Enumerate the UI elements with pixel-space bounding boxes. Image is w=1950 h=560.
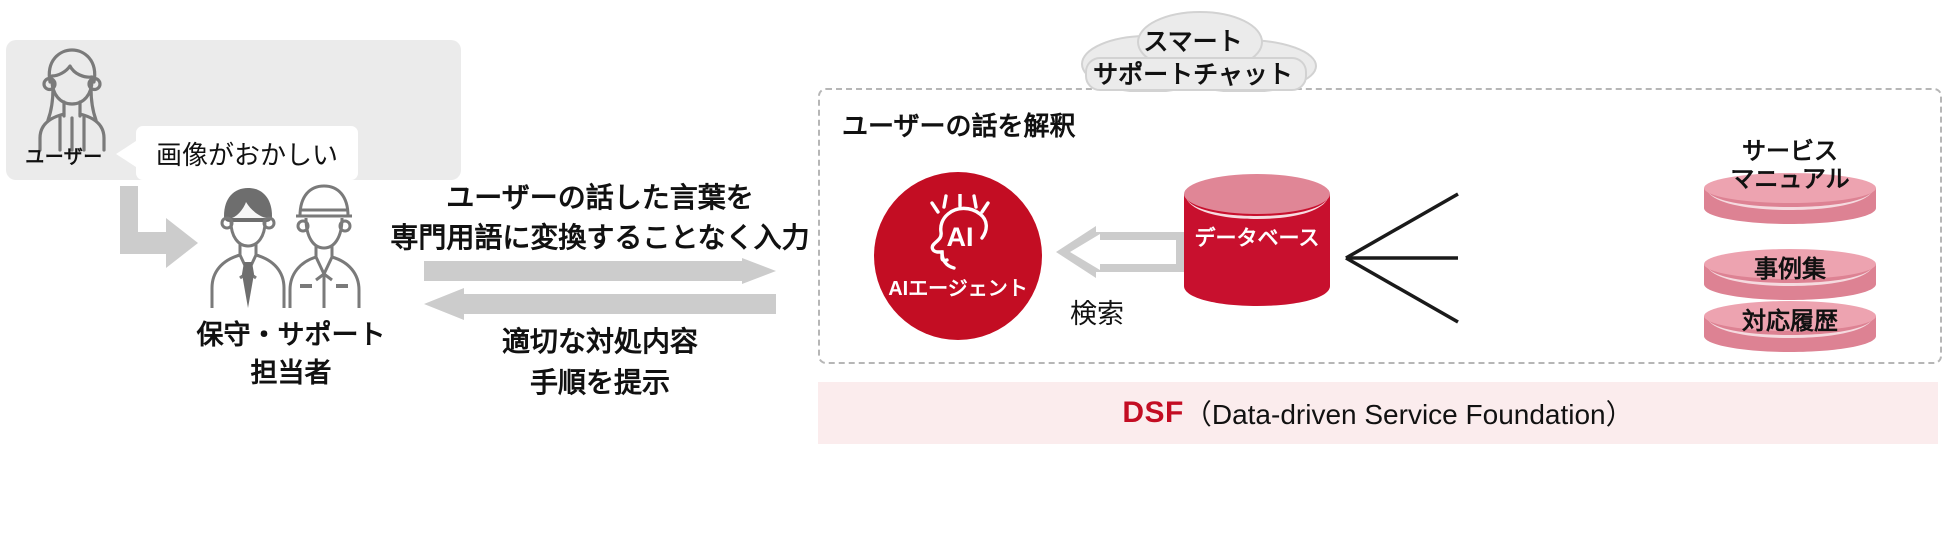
arrow-left-icon (424, 288, 776, 320)
search-label: 検索 (1070, 299, 1124, 329)
interpret-label: ユーザーの話を解釈 (842, 111, 1076, 141)
source-disc-response-history (1704, 301, 1876, 352)
ai-agent-node: AI AIエージェント (874, 172, 1042, 340)
user-speech-bubble: 画像がおかしい (116, 126, 358, 180)
source-disc-service-manual (1704, 173, 1876, 224)
source-disc-case-collection (1704, 249, 1876, 300)
user-label: ユーザー (25, 147, 103, 168)
flow-text-user-to-ai: ユーザーの話した言葉を 専門用語に変換することなく入力 (390, 182, 810, 253)
hollow-arrow-left-icon (1056, 226, 1184, 278)
user-speech-text: 画像がおかしい (155, 139, 338, 170)
user-avatar-icon (38, 48, 106, 152)
database-label: データベース (1194, 227, 1320, 250)
database-cylinder-icon (1184, 174, 1330, 306)
dsf-footer-bar: DSF （Data-driven Service Foundation） (818, 382, 1938, 444)
ai-icon-text: AI (947, 222, 974, 252)
dsf-full-name: （Data-driven Service Foundation） (1183, 399, 1634, 430)
ai-head-icon: AI (930, 194, 990, 270)
cloud-shape-icon (1081, 11, 1317, 92)
arrow-right-icon (424, 258, 776, 284)
speech-bubble-tail (116, 141, 136, 167)
support-staff-icon (210, 184, 361, 308)
source-label-case-collection: 事例集 (1754, 256, 1826, 283)
dsf-abbreviation: DSF (1122, 396, 1184, 429)
support-staff-label: 保守・サポート 担当者 (196, 320, 386, 389)
source-label-response-history: 対応履歴 (1742, 308, 1838, 335)
ai-agent-label: AIエージェント (888, 278, 1028, 300)
flow-text-ai-to-user: 適切な対処内容 手順を提示 (501, 326, 698, 398)
user-panel: 画像がおかしい (6, 40, 461, 180)
cloud-label: スマート サポートチャット (1093, 28, 1293, 89)
source-label-service-manual: サービス マニュアル (1730, 138, 1850, 194)
source-connector-lines (1345, 192, 1459, 324)
elbow-arrow-icon (120, 186, 198, 268)
